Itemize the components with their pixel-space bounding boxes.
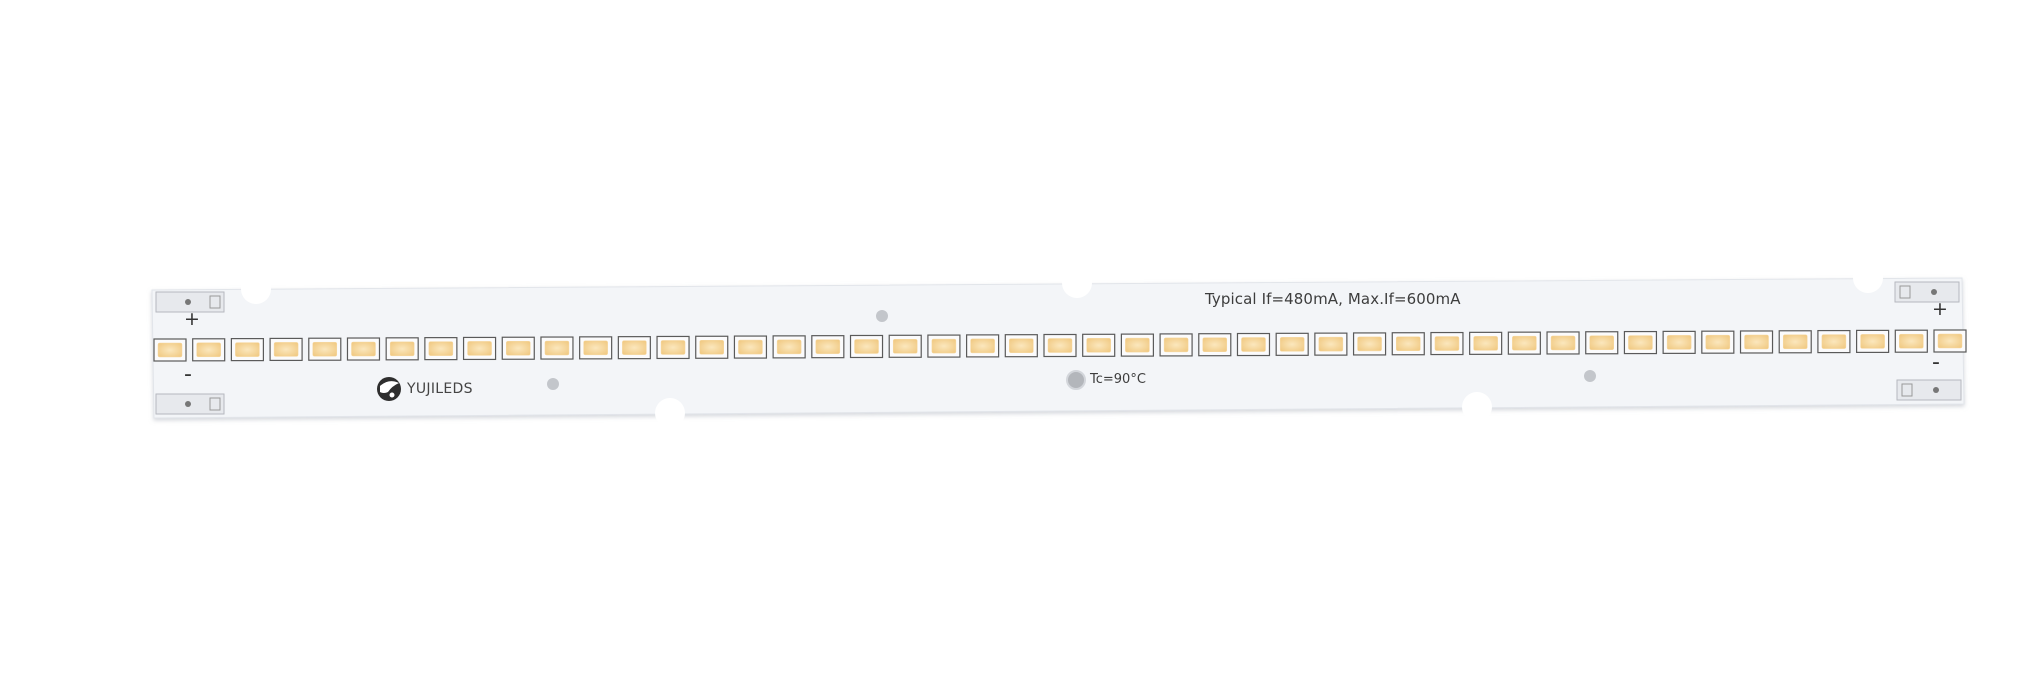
led-chip [1314, 332, 1348, 356]
led-chip [153, 338, 187, 362]
notch-top-1 [241, 274, 271, 304]
led-chip [849, 334, 884, 359]
led-chip [656, 335, 690, 360]
current-spec-label: Typical If=480mA, Max.If=600mA [1205, 290, 1461, 308]
led-chip [1894, 329, 1928, 353]
led-chip [1585, 331, 1619, 355]
led-chip [1469, 331, 1503, 355]
led-chip [1662, 330, 1696, 354]
led-chip [1739, 330, 1774, 354]
led-chip [1856, 329, 1890, 353]
led-chip [192, 338, 226, 362]
notch-bottom-2 [1462, 392, 1492, 422]
led-chip [1623, 330, 1658, 355]
led-chip [1120, 333, 1154, 357]
led-chip [1507, 331, 1541, 355]
led-chip [1391, 332, 1425, 356]
led-chip [927, 334, 961, 358]
led-chip [501, 336, 535, 360]
fiducial-3 [1584, 370, 1596, 382]
led-chip [1275, 332, 1309, 356]
led-chip [346, 337, 381, 361]
led-chip [385, 337, 419, 361]
led-chip [966, 334, 1000, 358]
notch-top-2 [1062, 268, 1092, 298]
polarity-plus-left: + [184, 308, 200, 330]
led-chip [1546, 331, 1580, 355]
polarity-minus-left: - [184, 362, 192, 387]
tc-test-point [1066, 370, 1086, 390]
polarity-minus-right: - [1932, 350, 1940, 375]
brand-logo-icon [377, 377, 401, 401]
led-chip [695, 335, 729, 359]
led-chip [1236, 332, 1271, 357]
tc-temperature-label: Tc=90°C [1090, 372, 1146, 387]
led-chip [733, 335, 768, 359]
led-row [153, 329, 1967, 362]
led-chip [1933, 329, 1967, 353]
led-chip [269, 337, 303, 362]
led-chip [1701, 330, 1735, 354]
led-chip [811, 335, 845, 359]
led-chip [1352, 332, 1387, 356]
led-chip [617, 336, 651, 360]
led-chip [462, 336, 497, 361]
led-chip [1198, 333, 1232, 357]
terminal-top-right [1894, 281, 1960, 303]
led-chip [1778, 330, 1812, 354]
led-chip [540, 336, 574, 360]
led-chip [772, 335, 806, 359]
led-chip [1043, 333, 1077, 358]
led-chip [888, 334, 922, 358]
led-chip [1159, 333, 1193, 357]
led-chip [1430, 331, 1464, 356]
fiducial-1 [876, 310, 888, 322]
notch-top-3 [1853, 263, 1883, 293]
notch-bottom-1 [655, 398, 685, 428]
led-chip [1082, 333, 1116, 357]
led-chip [308, 337, 342, 361]
led-chip [230, 338, 264, 362]
fiducials [547, 310, 1596, 390]
terminal-bottom-right [1896, 379, 1962, 401]
led-chip [424, 337, 458, 361]
polarity-plus-right: + [1932, 298, 1948, 320]
terminal-pads [155, 281, 1962, 415]
brand-label: YUJILEDS [407, 381, 473, 397]
terminal-bottom-left [155, 393, 225, 415]
led-chip [579, 336, 613, 360]
fiducial-2 [547, 378, 559, 390]
terminal-top-left [155, 291, 225, 313]
mounting-notches [241, 263, 1883, 428]
led-chip [1817, 329, 1851, 354]
led-chip [1004, 334, 1038, 358]
